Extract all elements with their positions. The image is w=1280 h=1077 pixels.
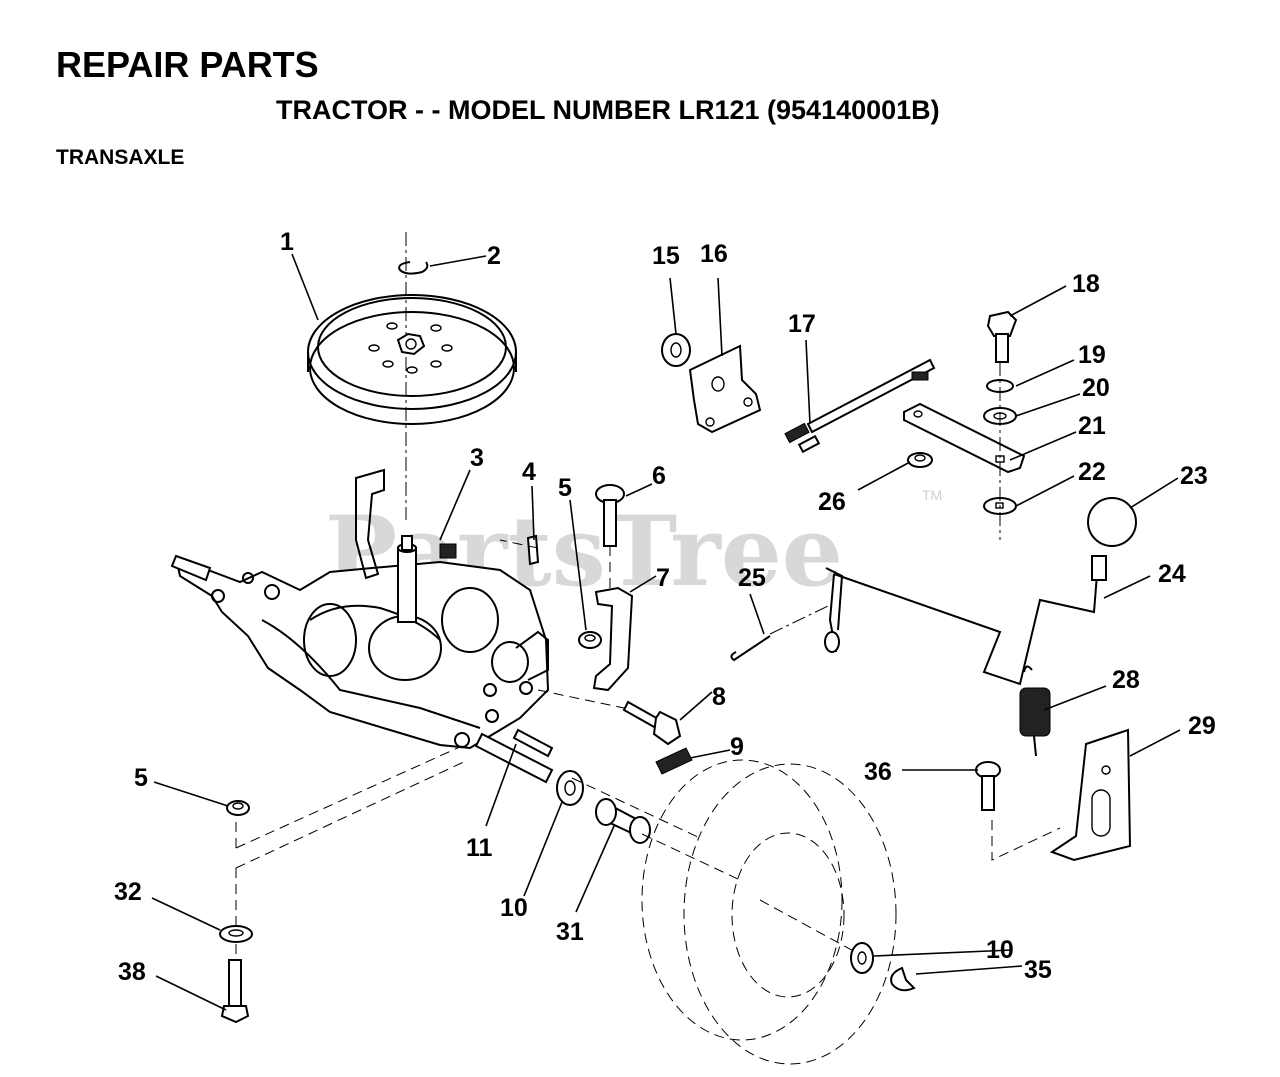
callout-16: 16	[700, 240, 728, 268]
callout-9: 9	[730, 733, 744, 761]
knob-part	[1087, 497, 1137, 547]
bolt-8-line	[537, 689, 625, 709]
key-part	[526, 534, 540, 566]
bushing-26-part	[907, 452, 933, 468]
callout-8: 8	[712, 683, 726, 711]
e-clip-lower-part	[890, 966, 916, 992]
washer-15-part	[661, 333, 691, 367]
callout-10-right: 10	[986, 936, 1014, 964]
wheel-outline	[641, 759, 897, 1065]
callout-6: 6	[652, 462, 666, 490]
spring-part	[1019, 665, 1051, 757]
callout-15: 15	[652, 242, 680, 270]
washer-part	[556, 770, 584, 806]
callout-26: 26	[818, 488, 846, 516]
callout-23: 23	[1180, 462, 1208, 490]
callout-labels: 1 2 3 4 5 6 7 8 9 10 11 15 16 17 18 19 2…	[114, 228, 1216, 986]
axle-key-part	[512, 728, 554, 758]
spacer-part	[595, 798, 651, 844]
callout-5-upper: 5	[558, 474, 572, 502]
callout-20: 20	[1082, 374, 1110, 402]
bracket-29-line	[991, 820, 1061, 861]
e-clip-part	[398, 261, 429, 275]
callout-36: 36	[864, 758, 892, 786]
hex-nut-lower-part	[226, 800, 250, 816]
callout-38: 38	[118, 958, 146, 986]
page-title: REPAIR PARTS	[56, 44, 319, 85]
mount-bracket-part	[688, 344, 762, 434]
cotter-pin-part	[730, 635, 771, 662]
callout-10-left: 10	[500, 894, 528, 922]
callout-4: 4	[522, 458, 536, 486]
washer-lower-part	[850, 942, 874, 974]
callout-17: 17	[788, 310, 816, 338]
bolt-38-part	[220, 959, 250, 1024]
control-rod-part	[784, 358, 936, 454]
section-title: TRANSAXLE	[56, 146, 185, 169]
carriage-bolt-part	[595, 484, 625, 547]
callout-32: 32	[114, 878, 142, 906]
transaxle-assembly	[170, 468, 554, 784]
callout-24: 24	[1158, 560, 1186, 588]
pulley-part	[307, 294, 517, 425]
callout-3: 3	[470, 444, 484, 472]
callout-2: 2	[487, 242, 501, 270]
callout-35: 35	[1024, 956, 1052, 984]
leader-lines	[151, 253, 1181, 1011]
callout-22: 22	[1078, 458, 1106, 486]
callout-19: 19	[1078, 341, 1106, 369]
callout-25: 25	[738, 564, 766, 592]
callout-21: 21	[1078, 412, 1106, 440]
callout-28: 28	[1112, 666, 1140, 694]
spring-bracket-part	[1049, 728, 1132, 862]
hex-bolt-part	[622, 700, 682, 746]
bracket-part	[592, 586, 634, 692]
callout-11: 11	[466, 834, 493, 862]
callout-31: 31	[556, 918, 584, 946]
shift-lever-part	[824, 555, 1107, 686]
callout-5-lower: 5	[134, 764, 148, 792]
callout-7: 7	[656, 564, 670, 592]
callout-18: 18	[1072, 270, 1100, 298]
callout-29: 29	[1188, 712, 1216, 740]
callout-1: 1	[280, 228, 294, 256]
setscrew-part	[655, 747, 693, 775]
hex-nut-upper-part	[578, 631, 602, 649]
watermark-trademark: TM	[922, 487, 942, 503]
washer-32-part	[219, 925, 253, 943]
bolt-18-part	[986, 310, 1018, 363]
model-subtitle: TRACTOR - - MODEL NUMBER LR121 (95414000…	[276, 95, 940, 125]
screw-36-part	[975, 761, 1001, 811]
cotter-line	[769, 605, 829, 635]
assembly-lines	[235, 539, 741, 960]
